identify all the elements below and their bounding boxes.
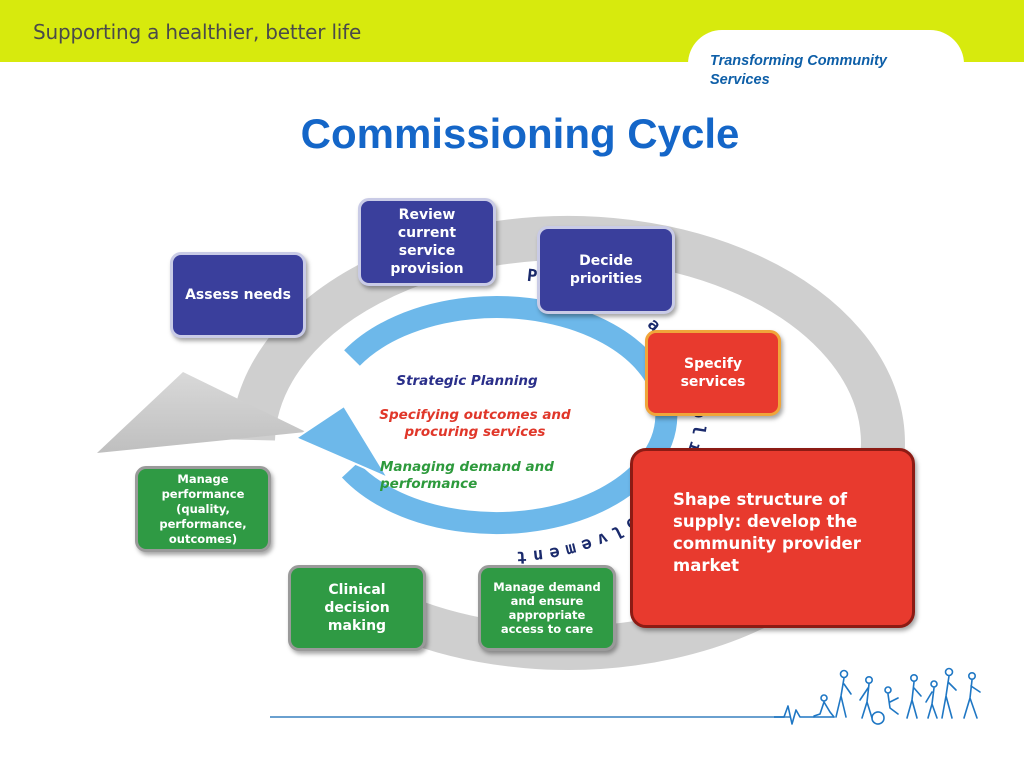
step-clinical-decision-making: Clinical decision making <box>288 565 426 651</box>
step-specify-services: Specify services <box>645 330 781 416</box>
inner-item-managing-demand: Managing demand and performance <box>380 459 554 492</box>
step-label: Assess needs <box>185 287 291 303</box>
step-label: Clinical decision making <box>324 582 390 634</box>
step-label: Manage demand and ensure appropriate acc… <box>493 580 601 636</box>
outer-cycle-arrow <box>231 215 905 670</box>
step-shape-structure-of-supply: Shape structure of supply: develop the c… <box>630 448 915 628</box>
programme-name: Transforming Community Services <box>710 53 887 88</box>
step-decide-priorities: Decide priorities <box>537 226 675 314</box>
inner-cycle-arrowhead <box>293 404 391 481</box>
step-review-current-provision: Review current service provision <box>358 198 496 286</box>
outer-cycle-arrowhead <box>97 372 306 453</box>
step-label: Decide priorities <box>569 253 643 287</box>
step-label: Specify services <box>680 356 746 390</box>
people-silhouettes-icon <box>774 667 981 725</box>
inner-item-specifying-outcomes: Specifying outcomes and procuring servic… <box>379 407 571 440</box>
step-manage-performance: Manage performance (quality, performance… <box>135 466 271 552</box>
step-label: Manage performance (quality, performance… <box>159 471 247 546</box>
step-label: Shape structure of supply: develop the c… <box>673 490 861 575</box>
step-assess-needs: Assess needs <box>170 252 306 338</box>
step-label: Review current service provision <box>390 207 464 277</box>
inner-item-strategic-planning: Strategic Planning <box>396 373 538 389</box>
programme-tab <box>688 30 964 100</box>
footer-line <box>270 716 790 718</box>
slogan: Supporting a healthier, better life <box>33 20 362 44</box>
step-manage-demand: Manage demand and ensure appropriate acc… <box>478 565 616 651</box>
page-title: Commissioning Cycle <box>300 110 740 157</box>
